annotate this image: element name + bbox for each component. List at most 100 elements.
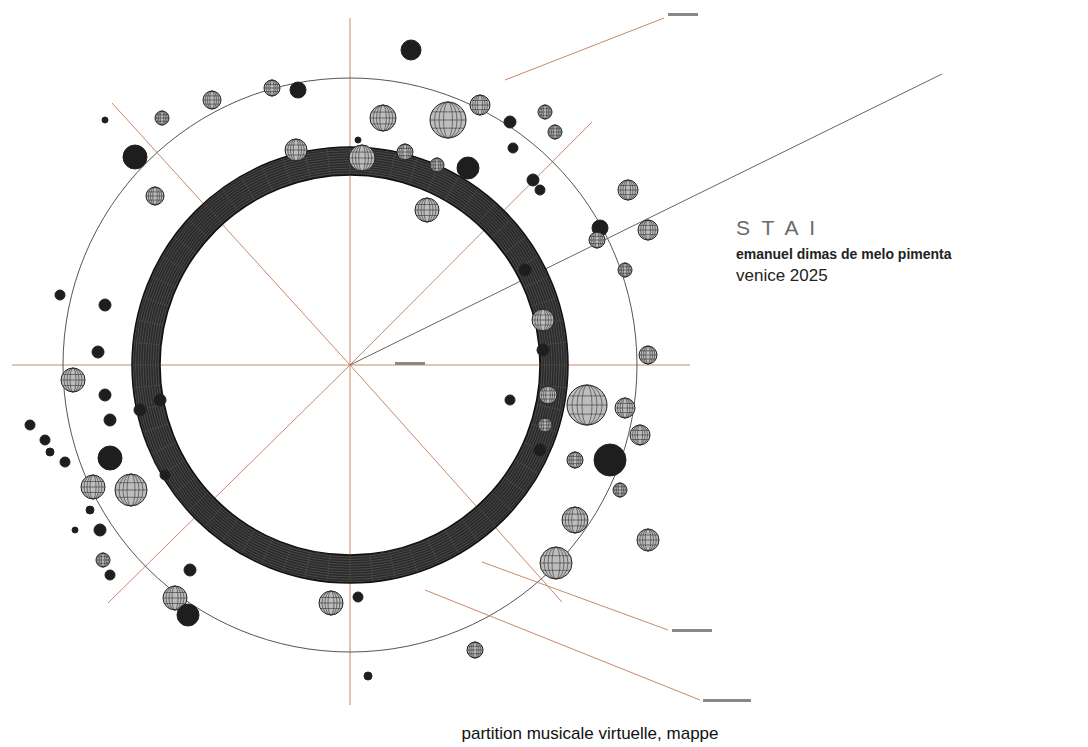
ring-tick [161,256,185,270]
sphere [355,137,361,143]
ring-tick [327,148,330,176]
ring-inner-edge [160,175,540,555]
ring-tick [427,539,438,565]
author-label: emanuel dimas de melo pimenta [736,246,952,262]
ring-tick [491,219,512,238]
ring-line [148,163,552,567]
sphere [637,529,659,551]
ring-tick [477,203,496,224]
ring-tick [133,342,161,345]
sphere [537,344,549,356]
sphere [40,435,50,445]
ring-tick [188,219,209,238]
sphere [532,309,554,331]
ring-tick [350,555,351,583]
sphere [60,457,70,467]
sphere [102,117,108,123]
sphere [72,527,78,533]
ring-outer-edge [132,147,568,583]
sphere [61,368,85,392]
sphere [160,470,170,480]
sphere [349,145,375,171]
sphere [115,474,147,506]
ring-tick [445,530,459,554]
ring-tick [241,176,255,200]
sphere [539,386,557,404]
sphere [99,389,111,401]
sphere [415,198,439,222]
place-label: venice 2025 [736,266,828,286]
sphere [370,105,396,131]
ring-tick [515,460,539,474]
sphere [290,82,306,98]
sphere [630,425,650,445]
ring-line [138,153,562,577]
ring-line [143,158,557,572]
sphere [618,263,632,277]
ring-tick [151,442,177,453]
ring-tick [283,158,292,185]
sphere [134,404,146,416]
ring-tick [390,152,396,179]
ring-tick [143,298,170,307]
ring-tick [222,519,238,542]
ring-tick [504,477,527,493]
sphere [639,346,657,364]
sphere [154,394,166,406]
sphere [519,264,531,276]
ring-tick [188,492,209,511]
sphere [364,672,372,680]
sphere [562,507,588,533]
ring-tick [151,276,177,287]
ring-tick [283,546,292,573]
sphere [319,591,343,615]
ring-tick [540,365,568,366]
illegible-marks [395,13,751,702]
sphere [98,446,122,470]
ring-line [158,173,542,557]
ring-line [146,161,555,570]
ring-line [133,148,567,582]
sphere [92,346,104,358]
ring-tick [137,320,164,326]
ring-band [132,147,568,583]
sphere [589,232,605,248]
sphere [46,448,54,456]
ring-tick [491,492,512,511]
sphere [535,185,545,195]
sphere [401,40,421,60]
sphere [615,398,635,418]
ring-tick [531,298,558,307]
ring-tick [462,189,478,212]
ring-line [153,168,547,562]
sphere [353,592,363,602]
sphere [540,547,572,579]
ring-tick [222,189,238,212]
ring-line [156,171,545,560]
ring-line [136,151,565,580]
ring-line [151,166,550,565]
ring-tick [261,539,272,565]
sphere [567,385,607,425]
ring-tick [409,546,418,573]
sphere [104,414,116,426]
sphere [613,483,627,497]
ring-tick [524,276,550,287]
sphere [86,506,94,514]
sphere [155,111,169,125]
ring-tick [204,203,223,224]
leader-line [350,74,942,365]
sphere [264,80,280,96]
ring-tick [504,237,527,253]
ring-tick [143,424,170,433]
sphere [527,174,539,186]
ring-tick [204,506,223,527]
sphere [594,444,626,476]
sphere [25,420,35,430]
ring-tick [477,506,496,527]
sphere [397,144,413,160]
ring-tick [390,551,396,578]
ring-fill [146,161,554,569]
caption-text: partition musicale virtuelle, mappe [461,724,718,744]
